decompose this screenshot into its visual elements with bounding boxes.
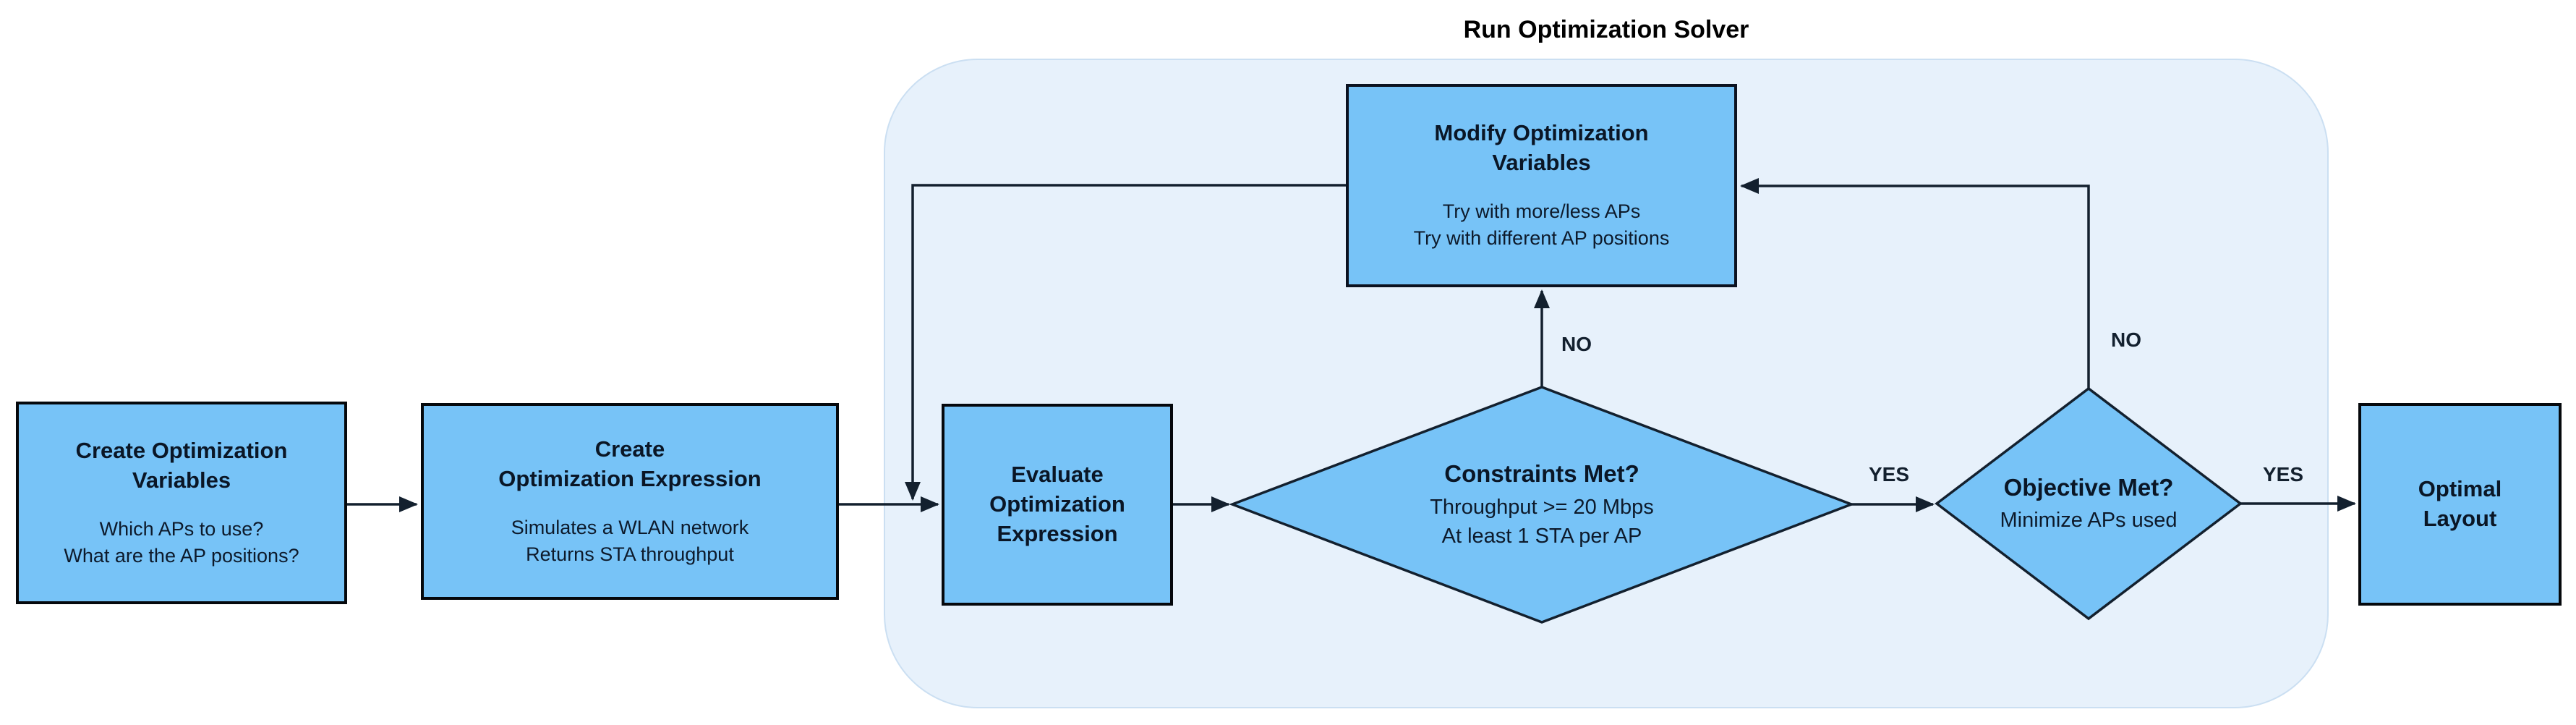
edge-label-constraints-yes: YES [1868, 463, 1910, 486]
node-title-line: Evaluate [1011, 462, 1104, 488]
node-title-line: Optimal [2418, 476, 2502, 502]
node-title-line: Optimization Expression [498, 465, 762, 491]
node-create-optimization-variables: Create Optimization Variables Which APs … [16, 402, 347, 604]
node-create-optimization-expression: Create Optimization Expression Simulates… [421, 403, 839, 600]
edge-modify-to-evaluate-loop [905, 184, 1346, 501]
node-body-line: Returns STA throughput [526, 543, 734, 565]
edge-label-objective-yes: YES [2262, 463, 2304, 486]
node-modify-optimization-variables: Modify Optimization Variables Try with m… [1346, 84, 1737, 287]
node-evaluate-optimization-expression-text: Evaluate Optimization Expression [944, 407, 1170, 603]
node-body-line: Try with more/less APs [1442, 200, 1641, 223]
node-title-line: Layout [2423, 506, 2497, 531]
node-body-line: Try with different AP positions [1413, 227, 1670, 250]
edge-objective-no-to-modify [1740, 178, 2090, 389]
node-title-line: Expression [997, 520, 1118, 546]
node-body-line: What are the AP positions? [64, 544, 299, 567]
node-title-line: Variables [132, 467, 231, 493]
objective-met-diamond [1935, 386, 2243, 621]
node-optimal-layout-text: Optimal Layout [2361, 406, 2559, 603]
edge-label-objective-no: NO [2111, 328, 2141, 351]
node-title-line: Create Optimization [75, 437, 288, 463]
node-create-optimization-variables-text: Create Optimization Variables Which APs … [19, 404, 344, 601]
constraints-met-diamond [1229, 386, 1855, 624]
node-body-line: Simulates a WLAN network [511, 516, 749, 538]
node-create-optimization-expression-text: Create Optimization Expression Simulates… [424, 406, 836, 597]
node-title-line: Modify Optimization [1434, 120, 1649, 146]
node-evaluate-optimization-expression: Evaluate Optimization Expression [942, 404, 1173, 606]
node-optimal-layout: Optimal Layout [2358, 403, 2562, 606]
node-title-line: Variables [1492, 150, 1591, 176]
edge-label-constraints-no: NO [1561, 333, 1592, 355]
node-title-line: Optimization [989, 491, 1125, 517]
node-body-line: Which APs to use? [99, 517, 264, 540]
node-title-line: Create [594, 436, 665, 462]
node-modify-optimization-variables-text: Modify Optimization Variables Try with m… [1349, 87, 1734, 284]
diagram-title: Run Optimization Solver [1463, 16, 1749, 43]
